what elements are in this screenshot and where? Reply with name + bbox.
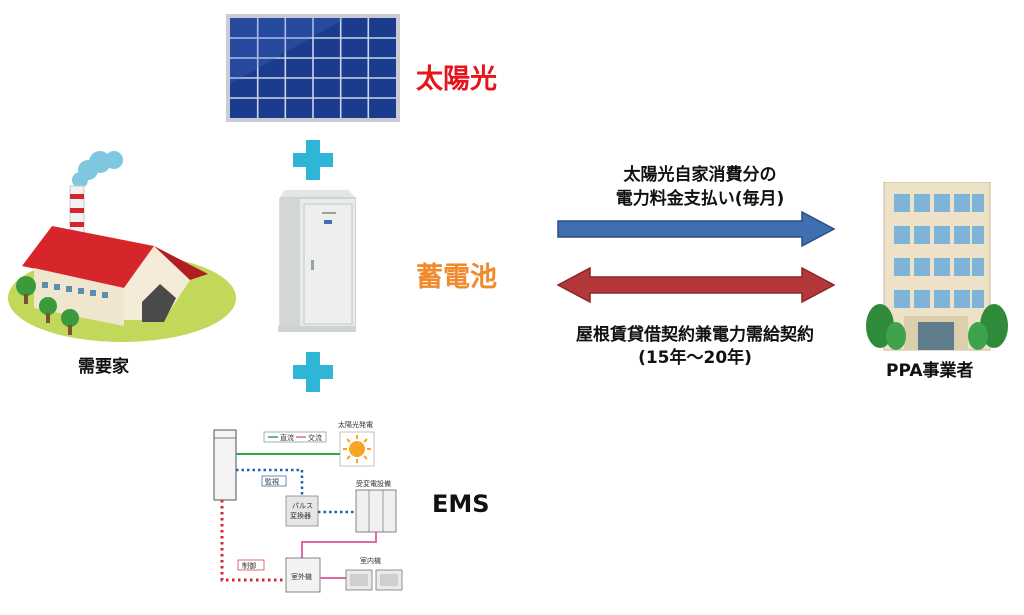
- customer-label: 需要家: [78, 357, 129, 377]
- ppa-label: PPA事業者: [886, 361, 974, 381]
- solar-label: 太陽光: [416, 64, 497, 95]
- substation-label: 受変電設備: [356, 479, 391, 488]
- indoor-label: 室内機: [360, 556, 381, 565]
- legend-alt: 交流: [308, 433, 322, 442]
- legend-direct: 直流: [280, 433, 294, 442]
- plus-icon: [293, 352, 333, 392]
- plus-icon: [293, 140, 333, 180]
- outdoor-label: 室外機: [291, 572, 312, 581]
- office-building-image: [866, 182, 1008, 351]
- factory-image: [8, 151, 236, 342]
- control-label: 制御: [242, 561, 256, 570]
- bottom-arrow-line1: 屋根賃貸借契約兼電力需給契約: [576, 325, 814, 345]
- arrow-right-icon: [557, 210, 836, 248]
- sun-icon: [349, 441, 365, 457]
- bottom-arrow-line2: (15年～20年): [638, 348, 752, 368]
- ems-label: EMS: [432, 490, 490, 518]
- solar-panel-image: [226, 14, 400, 122]
- monitor-label: 監視: [265, 477, 279, 486]
- pulse-label-1: パルス: [292, 502, 313, 510]
- top-arrow-line2: 電力料金支払い(毎月): [615, 189, 785, 209]
- top-arrow-line1: 太陽光自家消費分の: [623, 165, 777, 185]
- battery-cabinet-image: [278, 190, 356, 332]
- arrow-double-icon: [556, 266, 836, 304]
- pulse-label-2: 変換器: [290, 511, 311, 520]
- ems-schematic: 直流 交流 太陽光発電 監視 パルス 変換器 受変電設備 制御 室外機 室内機: [213, 420, 403, 593]
- battery-label: 蓄電池: [416, 262, 497, 293]
- solar-gen-label: 太陽光発電: [338, 420, 373, 429]
